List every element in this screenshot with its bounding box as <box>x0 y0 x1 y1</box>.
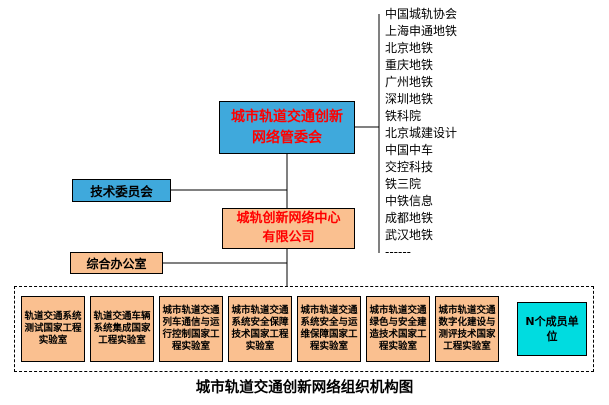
lab-box: 城市轨道交通数字化建设与测评技术国家工程实验室 <box>435 296 499 362</box>
member-item: 北京城建设计 <box>385 126 458 140</box>
member-item: 中铁信息 <box>385 194 434 208</box>
labs-container: 轨道交通系统测试国家工程实验室轨道交通车辆系统集成国家工程实验室城市轨道交通列车… <box>14 286 594 372</box>
member-item: 上海申通地铁 <box>385 24 458 38</box>
general-office-box: 综合办公室 <box>70 252 163 274</box>
labs-row: 轨道交通系统测试国家工程实验室轨道交通车辆系统集成国家工程实验室城市轨道交通列车… <box>21 296 499 362</box>
member-item: ------ <box>385 245 411 259</box>
lab-box: 城市轨道交通系统安全与运维保障国家工程实验室 <box>297 296 361 362</box>
lab-box: 城市轨道交通绿色与安全建造技术国家工程实验室 <box>366 296 430 362</box>
member-item: 铁三院 <box>385 177 422 191</box>
lab-box: 轨道交通系统测试国家工程实验室 <box>21 296 85 362</box>
lab-box: 轨道交通车辆系统集成国家工程实验室 <box>90 296 154 362</box>
member-item: 深圳地铁 <box>385 92 434 106</box>
member-units-box: N个成员单位 <box>517 302 587 356</box>
committee-box: 城市轨道交通创新 网络管委会 <box>219 101 355 154</box>
member-item: 中国城轨协会 <box>385 7 458 21</box>
network-center-company-box: 城轨创新网络中心 有限公司 <box>222 208 355 249</box>
member-item: 铁科院 <box>385 109 422 123</box>
tech-committee-box: 技术委员会 <box>72 179 171 202</box>
member-item: 中国中车 <box>385 143 434 157</box>
lab-box: 城市轨道交通系统安全保障技术国家工程实验室 <box>228 296 292 362</box>
member-item: 广州地铁 <box>385 75 434 89</box>
member-item: 武汉地铁 <box>385 228 434 242</box>
member-item: 重庆地铁 <box>385 58 434 72</box>
lab-box: 城市轨道交通列车通信与运行控制国家工程实验室 <box>159 296 223 362</box>
member-item: 交控科技 <box>385 160 434 174</box>
member-list: 中国城轨协会上海申通地铁北京地铁重庆地铁广州地铁深圳地铁铁科院北京城建设计中国中… <box>385 6 457 261</box>
diagram-caption: 城市轨道交通创新网络组织机构图 <box>195 380 414 396</box>
member-item: 北京地铁 <box>385 41 434 55</box>
member-item: 成都地铁 <box>385 211 434 225</box>
